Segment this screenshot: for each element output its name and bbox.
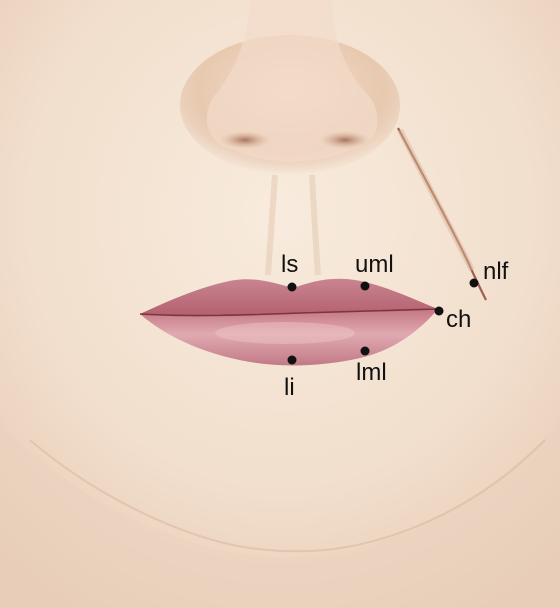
lower-lip-highlight: [215, 322, 355, 344]
uml-label: uml: [355, 251, 394, 278]
ls-label: ls: [281, 251, 298, 278]
lml-label: lml: [356, 359, 387, 386]
left-nostril: [219, 131, 271, 149]
right-nostril: [319, 131, 371, 149]
nlf-marker: [470, 279, 479, 288]
ch-marker: [435, 307, 444, 316]
nlf-label: nlf: [483, 258, 509, 285]
uml-marker: [361, 282, 370, 291]
lml-marker: [361, 347, 370, 356]
li-label: li: [284, 374, 295, 401]
li-marker: [288, 356, 297, 365]
ls-marker: [288, 283, 297, 292]
ch-label: ch: [446, 306, 471, 333]
